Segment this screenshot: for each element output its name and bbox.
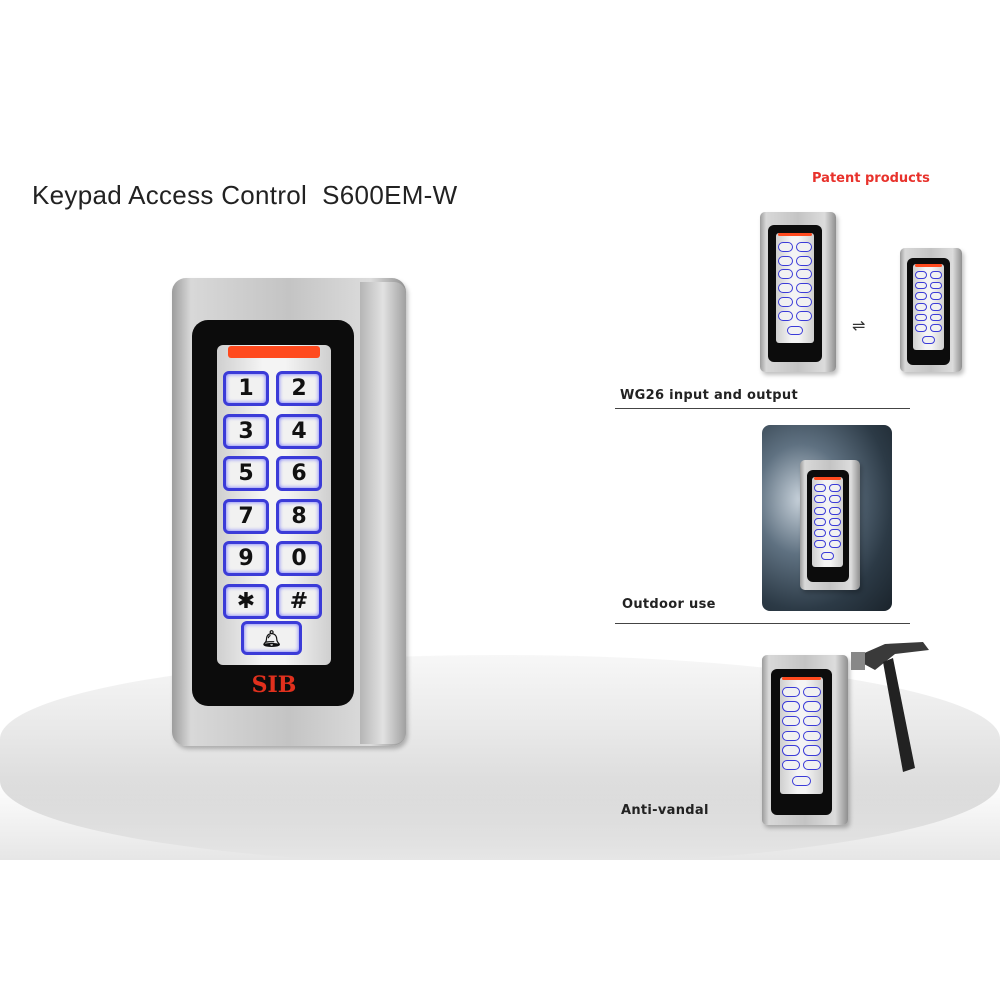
mini-key (814, 517, 827, 526)
product-title: Keypad Access Control S600EM-W (32, 180, 458, 210)
bell-icon: 🔔︎ (261, 628, 282, 648)
mini-key (778, 241, 794, 252)
mini-key (803, 701, 821, 712)
key-0[interactable]: 1 (223, 371, 269, 406)
mini-led (914, 264, 943, 268)
mini-bell-key (820, 552, 835, 561)
mini-key (828, 484, 841, 493)
mini-key (929, 303, 943, 311)
divider (615, 623, 910, 624)
key-2[interactable]: 3 (223, 413, 269, 449)
key-5[interactable]: 6 (276, 456, 322, 491)
mini-led (777, 233, 813, 237)
mini-led (814, 477, 841, 481)
mini-key (782, 715, 800, 727)
mini-key (828, 540, 841, 549)
mini-key (929, 292, 943, 301)
mini-key (814, 495, 827, 504)
mini-key (914, 313, 928, 322)
mini-key (828, 517, 841, 526)
mini-key (782, 730, 800, 742)
mini-key (814, 506, 827, 515)
divider (615, 408, 910, 409)
mini-key (778, 296, 794, 307)
mini-key (803, 745, 821, 756)
mini-key (782, 745, 800, 756)
key-6[interactable]: 7 (223, 498, 269, 534)
mini-key (778, 269, 794, 280)
key-4[interactable]: 5 (223, 456, 269, 491)
background (0, 860, 1000, 1000)
brand-logo: SIB (251, 672, 297, 698)
mini-key (828, 495, 841, 504)
mini-key (796, 310, 812, 321)
key-3[interactable]: 4 (276, 413, 322, 449)
mini-key (828, 506, 841, 515)
mini-key (828, 528, 841, 538)
mini-key (814, 484, 827, 493)
bell-key[interactable]: 🔔︎ (241, 621, 302, 655)
mini-key (796, 269, 812, 280)
mini-key (914, 281, 928, 290)
mini-key (803, 730, 821, 742)
mini-key (929, 324, 943, 333)
mini-key (778, 283, 794, 294)
mini-key (778, 255, 794, 266)
mini-bell-key (921, 335, 936, 344)
mini-key (796, 241, 812, 252)
mini-key (914, 292, 928, 301)
device-side (360, 282, 406, 744)
key-1[interactable]: 2 (276, 371, 322, 406)
mini-key (782, 759, 800, 771)
mini-key (929, 271, 943, 279)
feature-label-antivandal: Anti-vandal (621, 803, 709, 818)
status-led (228, 346, 320, 358)
key-8[interactable]: 9 (223, 541, 269, 576)
mini-key (929, 281, 943, 290)
hammer-icon (845, 640, 935, 780)
mini-key (803, 686, 821, 698)
mini-key (782, 686, 800, 698)
feature-label-outdoor: Outdoor use (622, 597, 716, 612)
mini-key (803, 759, 821, 771)
key-7[interactable]: 8 (276, 498, 322, 534)
mini-key (914, 303, 928, 311)
floor-shade (0, 780, 1000, 860)
mini-key (929, 313, 943, 322)
mini-key (814, 540, 827, 549)
key-11[interactable]: # (276, 583, 322, 619)
feature-label-wg26: WG26 input and output (620, 388, 798, 403)
mini-key (803, 715, 821, 727)
mini-key (914, 271, 928, 279)
mini-key (778, 310, 794, 321)
mini-key (796, 296, 812, 307)
mini-key (914, 324, 928, 333)
mini-key (796, 255, 812, 266)
key-9[interactable]: 0 (276, 541, 322, 576)
mini-led (781, 677, 822, 681)
mini-bell-key (786, 325, 804, 336)
mini-key (796, 283, 812, 294)
patent-label: Patent products (812, 171, 930, 186)
key-10[interactable]: ✱ (223, 583, 269, 619)
mini-key (814, 528, 827, 538)
mini-bell-key (792, 775, 812, 787)
exchange-arrows-icon: ⇌ (852, 316, 866, 335)
mini-key (782, 701, 800, 712)
